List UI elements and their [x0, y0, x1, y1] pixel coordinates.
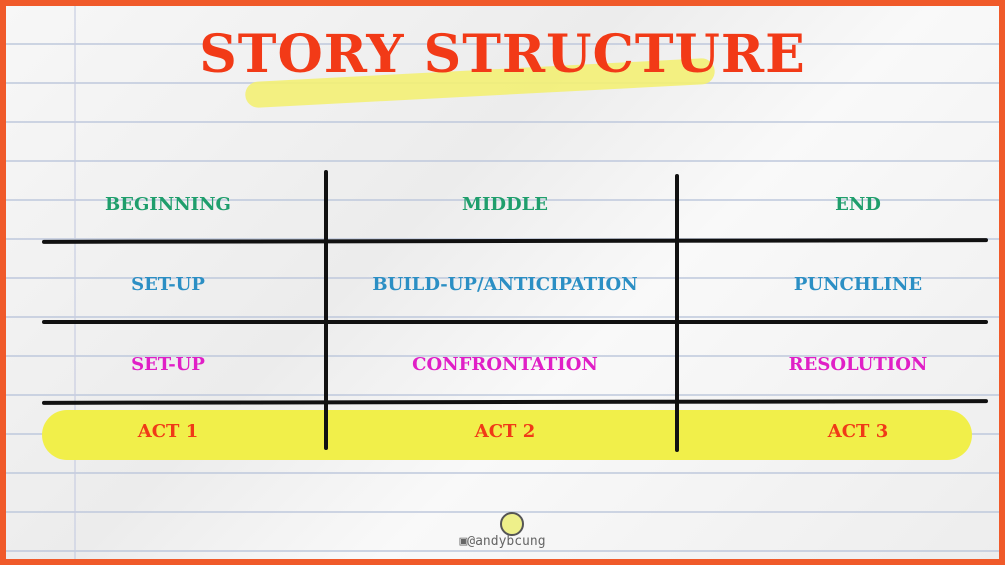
cell-resolution: RESOLUTION	[788, 354, 928, 375]
acts-highlight	[42, 410, 972, 460]
cell-confrontation: CONFRONTATION	[412, 354, 598, 375]
cell-act-3: ACT 3	[827, 421, 889, 442]
footer-credit: ▣@andybcung	[0, 534, 1005, 549]
cell-beginning: BEGINNING	[105, 194, 231, 215]
lined-paper-background	[6, 6, 999, 559]
column-divider	[324, 170, 328, 450]
cell-end: END	[835, 194, 881, 215]
column-divider	[675, 174, 679, 452]
cell-build-up: BUILD-UP/ANTICIPATION	[372, 274, 638, 295]
cell-act-2: ACT 2	[474, 421, 536, 442]
cell-act-1: ACT 1	[137, 421, 199, 442]
page-title: STORY STRUCTURE	[199, 24, 806, 85]
cell-middle: MIDDLE	[462, 194, 548, 215]
author-logo-icon	[500, 512, 524, 536]
author-handle: @andybcung	[467, 534, 546, 549]
cell-punchline: PUNCHLINE	[793, 274, 923, 295]
cell-set-up: SET-UP	[131, 274, 205, 295]
row-divider	[42, 320, 988, 324]
cell-set-up-2: SET-UP	[131, 354, 205, 375]
instagram-icon: ▣	[459, 534, 468, 549]
